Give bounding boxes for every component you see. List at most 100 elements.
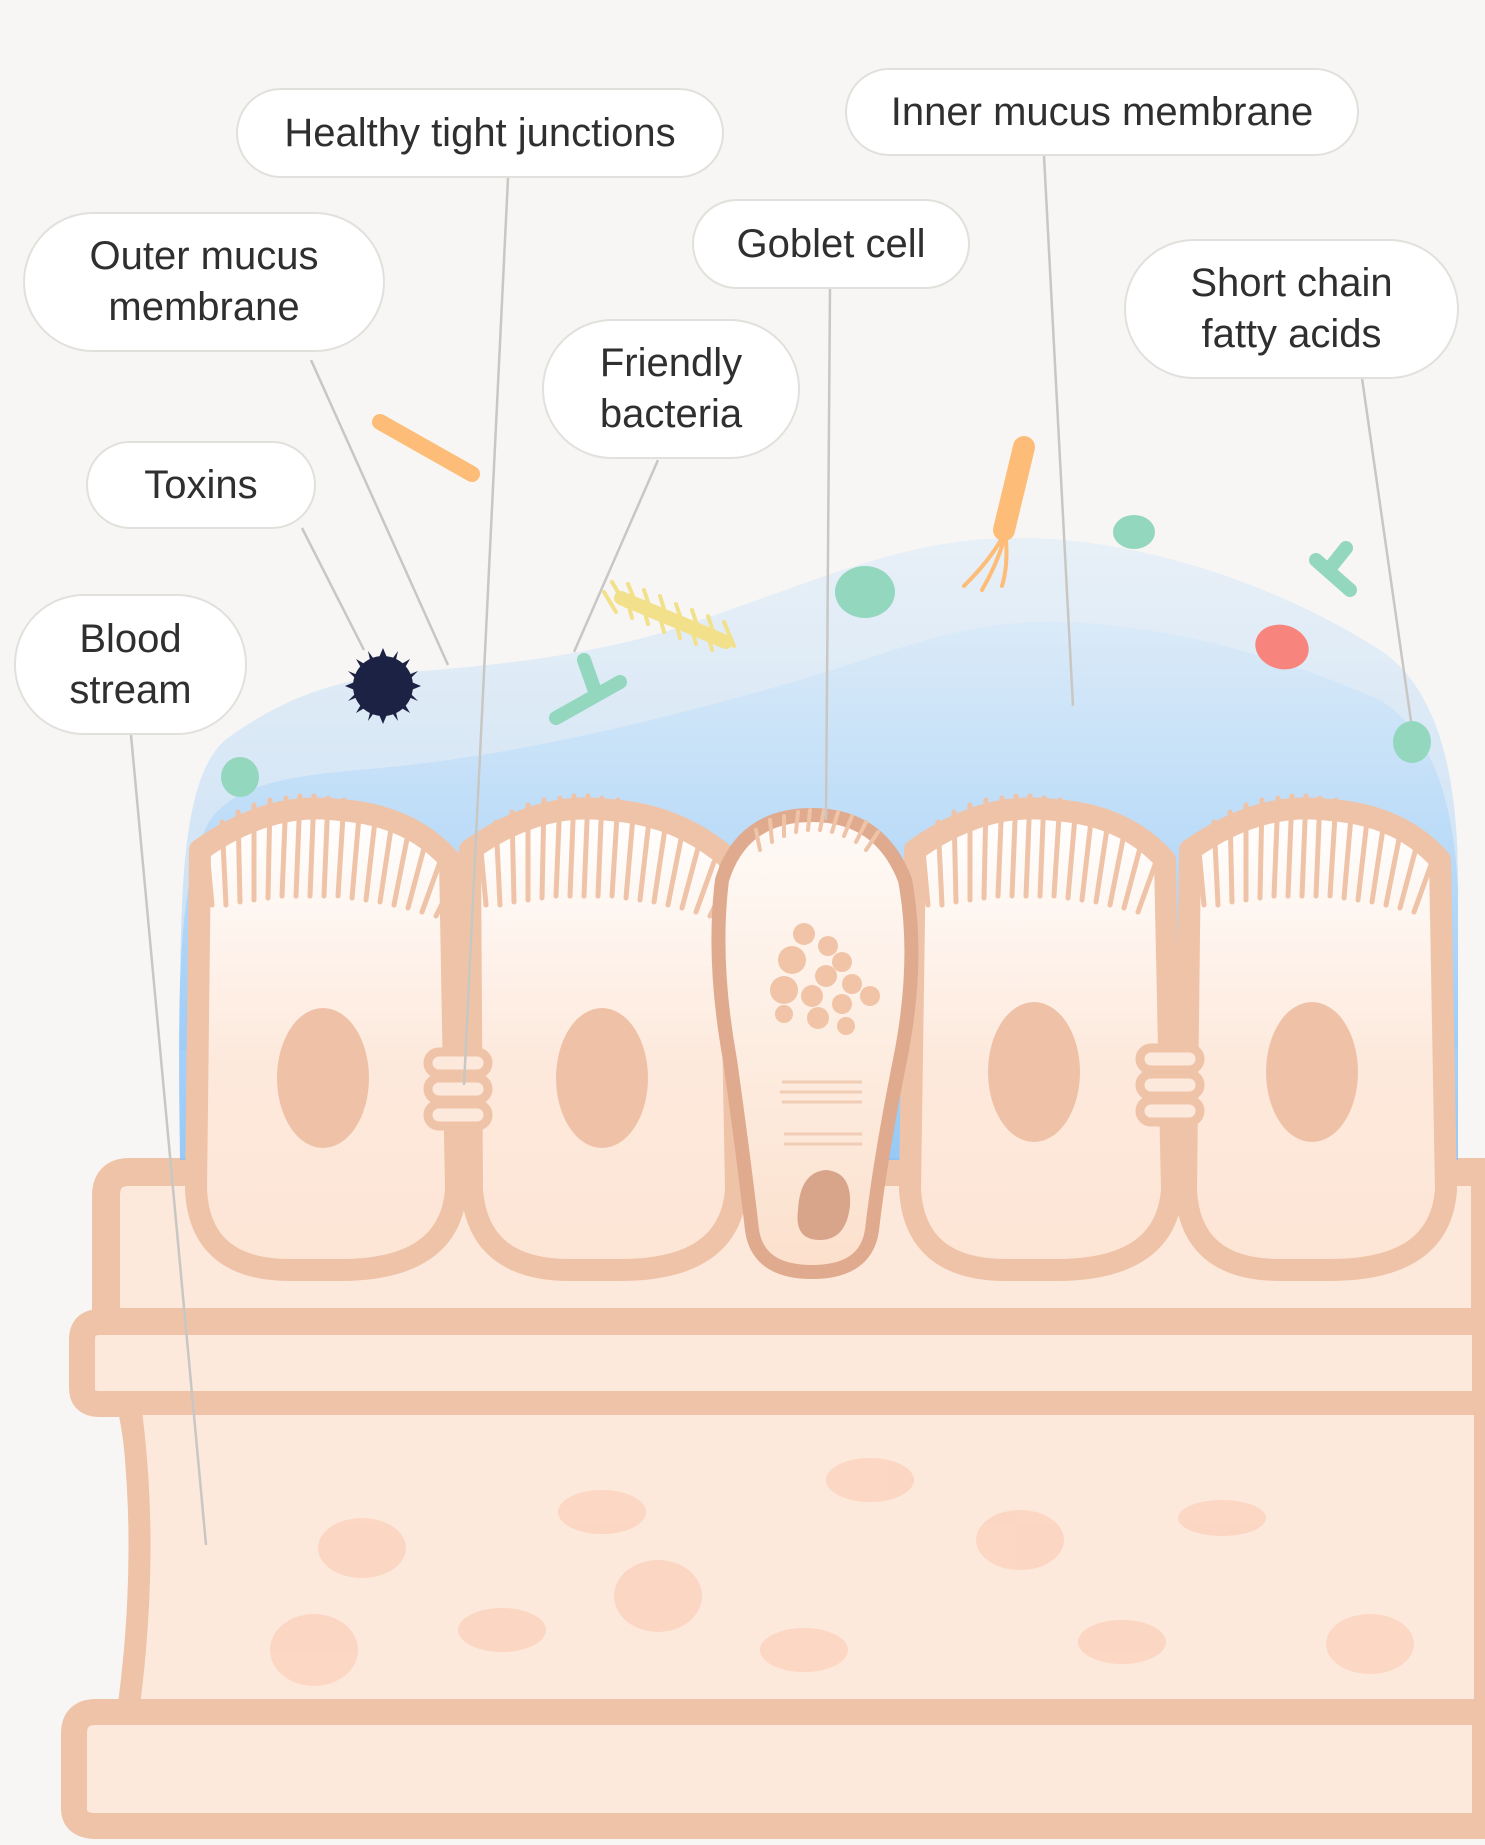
label-text: Toxins [144,462,258,507]
goblet-nucleus [797,1170,851,1240]
bacterium-stem [549,675,627,725]
cell-nucleus [1266,1002,1358,1142]
bacterium-body [993,436,1035,541]
label-text-line-2: fatty acids [1201,312,1382,356]
label-text-line-1: Friendly [599,341,743,385]
junction-strand [1135,1095,1205,1127]
cell-nucleus [556,1008,648,1148]
label-text-line-1: Short chain [1190,261,1393,305]
fatty-acid-molecule [1113,515,1155,549]
toxin-spikes [345,648,421,724]
leader-line-inner-mucus [1042,155,1075,707]
granule [793,923,815,945]
granule [860,986,880,1006]
tight-junction [423,1047,493,1131]
label-text: Inner mucus membrane [890,89,1314,134]
label-friendly-bacteria: Friendly bacteria [542,319,800,459]
granule [770,976,798,1004]
blood-cell [1326,1614,1414,1674]
granule [818,936,838,956]
junction-strand [423,1073,493,1105]
granule [775,1005,793,1023]
cell-nucleus [277,1008,369,1148]
y-shaped-bacterium [1309,541,1357,597]
goblet-cilia [754,808,880,852]
cell-nucleus [988,1002,1080,1142]
granule [807,1007,829,1029]
granule [837,1017,855,1035]
flagellated-bacterium [962,436,1035,592]
bacterium-stem [1309,553,1357,597]
label-blood-stream: Blood stream [14,594,247,735]
tight-junction [1135,1043,1205,1127]
leader-line-blood-stream [129,734,208,1546]
mucus-granules [770,923,880,1035]
label-inner-mucus-membrane: Inner mucus membrane [845,68,1359,156]
red-bacterium [1255,624,1309,670]
y-shaped-bacterium [549,653,627,725]
leader-lines [129,155,1414,1546]
granule [832,952,852,972]
microvilli-row [203,793,457,919]
fatty-acid-molecule [835,566,895,618]
leader-line-toxins [300,527,366,651]
toxin-icon [345,648,421,724]
leader-line-friendly-bacteria [572,459,660,653]
label-text-line-1: Blood [79,616,182,661]
granule [832,994,852,1014]
blood-stream-edge [118,1410,150,1712]
blood-cell [976,1510,1064,1570]
tissue-base [61,1158,1485,1839]
junction-strand [423,1047,493,1079]
label-goblet-cell: Goblet cell [692,199,970,289]
label-text: Healthy tight junctions [284,110,676,155]
blood-cell [318,1518,406,1578]
fatty-acid-molecule [221,757,259,797]
label-text-line-2: bacteria [599,392,743,436]
fatty-acid-molecule [1393,721,1431,763]
junction-strand [1135,1069,1205,1101]
microvilli [203,793,1435,919]
blood-cell [614,1560,702,1632]
rod-bacterium [372,414,480,482]
granule [815,965,837,987]
leader-line-goblet-cell [824,287,832,821]
leader-line-fatty-acids [1360,377,1414,729]
blood-cells [270,1458,1414,1686]
blood-cell [826,1458,914,1502]
blood-cell [270,1614,358,1686]
blood-cell [1078,1620,1166,1664]
granule [842,974,862,994]
label-text: Goblet cell [736,221,926,266]
junction-strand [1135,1043,1205,1075]
goblet-cell-body [711,807,919,1280]
microvilli-row [1195,793,1435,915]
granule [801,985,823,1007]
striation [780,1080,862,1146]
leader-line-tight-junctions [462,177,510,1086]
label-toxins: Toxins [86,441,316,529]
granule [778,946,806,974]
flagella [962,536,1009,592]
label-short-chain-fatty-acids: Short chain fatty acids [1124,239,1459,379]
blood-cell [558,1490,646,1534]
label-text-line-2: membrane [108,285,300,329]
microbes [221,414,1431,797]
junction-strand [423,1099,493,1131]
label-outer-mucus-membrane: Outer mucus membrane [23,212,385,352]
label-text-line-2: stream [69,667,192,712]
toxin-core [353,656,413,716]
blood-cell [760,1628,848,1672]
microvilli-row [919,793,1159,915]
blood-cell [1178,1500,1266,1536]
microvilli-row [477,793,731,919]
leader-line-outer-mucus [309,359,450,666]
goblet-cell-shape [711,807,919,1280]
connective-layer [69,1309,1485,1417]
label-text-line-1: Outer mucus [89,234,319,278]
bacterium-branch [577,653,603,701]
spiky-bacterium [602,580,736,652]
bacterium-spikes [602,580,736,652]
blood-cell [458,1608,546,1652]
